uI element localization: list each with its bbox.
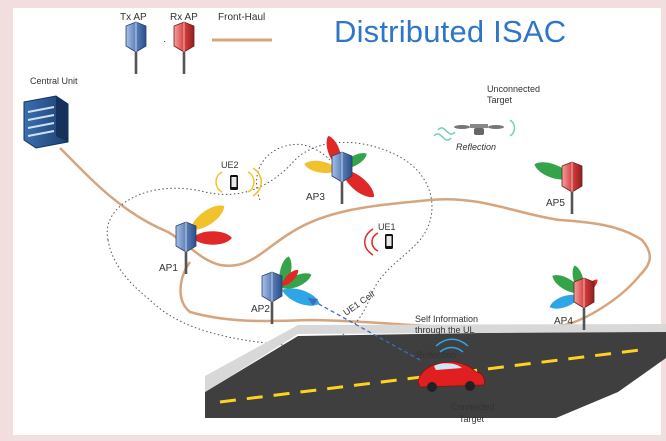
car-icon	[417, 338, 485, 392]
legend-fronthaul-label: Front-Haul	[218, 12, 265, 23]
ap2	[261, 255, 322, 325]
ue1-label: UE1	[378, 222, 396, 232]
legend-tx-ap-icon	[125, 21, 147, 75]
drone-reflection-label: Reflection	[456, 142, 496, 152]
drone-icon	[433, 119, 516, 141]
unconnected-target-line1: Unconnected	[487, 84, 540, 94]
legend-rx-label: Rx AP	[170, 12, 198, 23]
uplink-arrowhead	[308, 298, 318, 306]
connected-target-line1: Connected	[451, 402, 495, 412]
central-unit-label: Central Unit	[30, 76, 78, 86]
ap5-label: AP5	[546, 198, 565, 209]
uplink-arrow	[307, 297, 421, 361]
ue1-phone-icon	[364, 228, 393, 256]
ap2-label: AP2	[251, 304, 270, 315]
legend-rx-ap-icon	[173, 21, 195, 75]
ap1	[175, 200, 232, 275]
ap5-rx-icon	[561, 161, 583, 215]
ap-cluster-boundary	[106, 141, 433, 347]
ap3-label: AP3	[306, 192, 325, 203]
fronthaul-link	[59, 147, 651, 330]
ap4-label: AP4	[554, 316, 573, 327]
ap3-tx-icon	[331, 151, 353, 205]
ap2-tx-icon	[261, 271, 283, 325]
car-reflection-label: Reflection	[416, 350, 456, 360]
connected-target-line2: Target	[459, 414, 485, 424]
ue1-cell-boundary	[256, 143, 331, 201]
ap1-tx-icon	[175, 221, 197, 275]
central-unit-building-icon	[23, 95, 69, 149]
ap1-label: AP1	[159, 263, 178, 274]
ue2-phone-icon	[215, 167, 262, 197]
legend-separator: ·	[163, 36, 166, 47]
legend-tx-label: Tx AP	[120, 12, 147, 23]
ue1-cell-label: UE1 Cell	[341, 289, 376, 318]
legend: Tx AP · Rx AP Front-Haul	[120, 12, 272, 75]
ue2-label: UE2	[221, 160, 239, 170]
diagram-title: Distributed ISAC	[334, 14, 567, 49]
unconnected-target-line2: Target	[487, 95, 513, 105]
self-info-line1: Self Information	[415, 314, 478, 324]
self-info-line2: through the UL	[415, 325, 475, 335]
ap1-red-beam	[192, 231, 232, 245]
